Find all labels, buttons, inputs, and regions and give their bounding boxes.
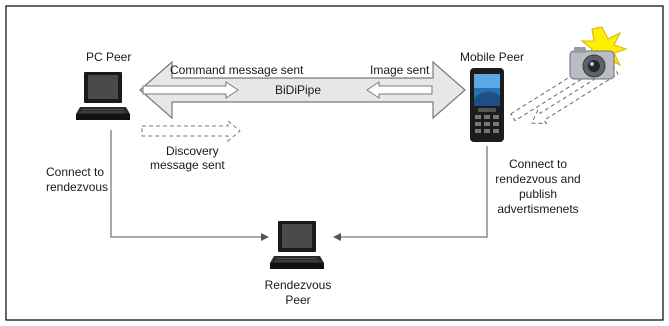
diagram-frame: [5, 5, 664, 321]
mobile-peer-label: Mobile Peer: [460, 50, 525, 64]
image-sent-label: Image sent: [370, 63, 430, 77]
pc-connect-label-line1: Connect to: [46, 165, 105, 179]
mobile-connect-label-line2: rendezvous and: [495, 172, 581, 186]
pc-peer-label: PC Peer: [86, 50, 132, 64]
discovery-message-arrow: [141, 119, 241, 143]
mobile-connect-label-line3: publish: [518, 187, 558, 201]
mobile-connect-label-line4: advertismenets: [497, 202, 579, 216]
command-message-label: Command message sent: [170, 63, 304, 77]
discovery-label-line2: message sent: [150, 158, 225, 172]
laptop-icon: [270, 221, 324, 269]
rendezvous-label-line2: Peer: [285, 293, 311, 307]
bidipipe-label: BiDiPipe: [275, 83, 322, 97]
bidipipe-arrow: [139, 60, 466, 120]
rendezvous-label-line1: Rendezvous: [264, 278, 332, 292]
pc-to-rendezvous-connector: [110, 130, 269, 241]
command-message-arrow: [142, 81, 239, 99]
image-sent-arrow: [366, 81, 433, 99]
discovery-label-line1: Discovery: [166, 144, 219, 158]
smartphone-icon: [470, 68, 504, 142]
camera-icon: [569, 26, 628, 80]
pc-connect-label-line2: rendezvous: [46, 180, 109, 194]
mobile-to-rendezvous-connector: [333, 146, 488, 241]
mobile-connect-label-line1: Connect to: [508, 157, 568, 171]
laptop-icon: [76, 72, 130, 120]
